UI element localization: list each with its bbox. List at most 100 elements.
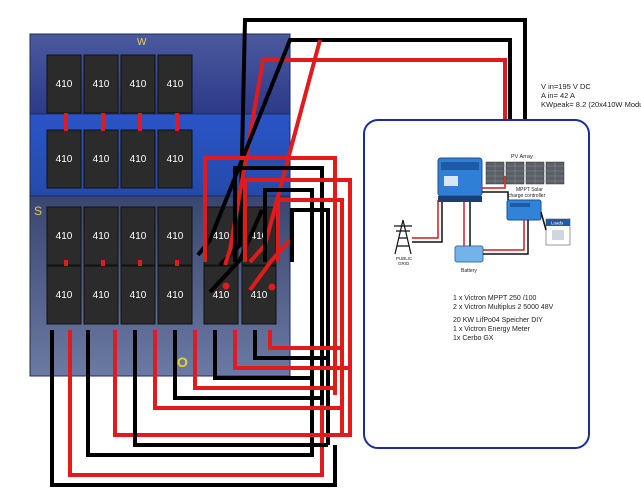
spec-a-in: A in= 42 A bbox=[541, 91, 575, 100]
solar-module: 410 bbox=[120, 54, 156, 114]
bottom-black-5 bbox=[213, 330, 312, 380]
solar-module-panel bbox=[83, 129, 119, 189]
solar-module-label: 410 bbox=[167, 231, 184, 242]
component-line-4: 1 x Victron Energy Meter bbox=[453, 326, 531, 333]
solar-module-panel bbox=[157, 206, 193, 266]
link-r1-4 bbox=[175, 113, 179, 131]
loop-black-a bbox=[233, 166, 324, 405]
solar-module: 410 bbox=[120, 129, 156, 189]
battery-icon bbox=[454, 245, 484, 263]
grid-label-1: PUBLIC bbox=[396, 256, 413, 261]
solar-module: 410 bbox=[203, 265, 239, 325]
solar-module-label: 410 bbox=[93, 290, 110, 301]
link-r3-3 bbox=[138, 260, 142, 266]
connector-end-1 bbox=[222, 282, 230, 290]
spec-v-in: V in=195 V DC bbox=[541, 82, 591, 91]
loop-black-b bbox=[263, 188, 314, 425]
mppt-label-2: charge controller bbox=[508, 193, 546, 199]
schematic-wires bbox=[412, 176, 547, 255]
solar-module: 410 bbox=[120, 206, 156, 266]
solar-module: 410 bbox=[241, 206, 277, 266]
cable-black-3 bbox=[208, 209, 264, 294]
solar-module: 410 bbox=[46, 206, 82, 266]
bottom-black-3 bbox=[133, 330, 328, 447]
mppt-controller-icon bbox=[506, 199, 542, 221]
solar-module-panel bbox=[46, 265, 82, 325]
bottom-red-3 bbox=[153, 330, 342, 410]
solar-module: 410 bbox=[120, 265, 156, 325]
loop-red-c bbox=[276, 198, 344, 435]
solar-module-label: 410 bbox=[93, 231, 110, 242]
loop-cables bbox=[203, 156, 352, 445]
bottom-black-1 bbox=[50, 330, 337, 487]
solar-module: 410 bbox=[83, 54, 119, 114]
spec-kw-peak: KWpeak= 8.2 (20x410W Module) bbox=[541, 100, 641, 109]
module-links bbox=[64, 113, 179, 266]
solar-module: 410 bbox=[46, 129, 82, 189]
battery-label: Battery bbox=[461, 268, 477, 274]
link-r3-2 bbox=[101, 260, 105, 266]
component-line-1: 1 x Victron MPPT 250 /100 bbox=[453, 295, 537, 302]
bottom-red-5 bbox=[233, 330, 350, 370]
loop-red-b bbox=[243, 178, 352, 415]
solar-module-panel bbox=[120, 54, 156, 114]
bottom-black-2 bbox=[86, 330, 314, 457]
solar-module-label: 410 bbox=[56, 79, 73, 90]
solar-module: 410 bbox=[157, 265, 193, 325]
bottom-red-2 bbox=[113, 330, 352, 437]
bottom-red-6 bbox=[268, 330, 342, 350]
solar-module-label: 410 bbox=[56, 154, 73, 165]
link-r1-1 bbox=[64, 113, 68, 131]
roof-marker-bottom: O bbox=[177, 354, 188, 370]
solar-module-label: 410 bbox=[93, 79, 110, 90]
solar-module-label: 410 bbox=[251, 290, 268, 301]
solar-module-label: 410 bbox=[93, 154, 110, 165]
pv-array-icon bbox=[485, 161, 565, 185]
roof-marker-left: S bbox=[34, 204, 42, 218]
inverter-icon bbox=[437, 157, 483, 202]
solar-module-label: 410 bbox=[167, 79, 184, 90]
pv-array-label: PV Array bbox=[511, 154, 533, 160]
solar-module: 410 bbox=[157, 54, 193, 114]
solar-module-label: 410 bbox=[213, 290, 230, 301]
solar-module-label: 410 bbox=[167, 154, 184, 165]
bottom-red-1 bbox=[68, 330, 324, 477]
bottom-black-4 bbox=[173, 330, 322, 400]
solar-module: 410 bbox=[157, 206, 193, 266]
solar-module-label: 410 bbox=[130, 290, 147, 301]
mppt-label-1: MPPT Solar bbox=[516, 187, 543, 193]
grid-tower-icon bbox=[394, 219, 412, 255]
solar-module: 410 bbox=[83, 206, 119, 266]
solar-module: 410 bbox=[83, 265, 119, 325]
link-r1-3 bbox=[138, 113, 142, 131]
solar-module-label: 410 bbox=[130, 79, 147, 90]
link-r1-2 bbox=[101, 113, 105, 131]
solar-module-panel bbox=[157, 54, 193, 114]
component-line-5: 1x Cerbo GX bbox=[453, 335, 494, 342]
solar-module: 410 bbox=[46, 54, 82, 114]
solar-module-panel bbox=[120, 265, 156, 325]
component-line-3: 20 KW LifPo04 Speicher DIY bbox=[453, 317, 543, 324]
system-schematic-panel: PV Array MPPT Solar charge controller Lo… bbox=[363, 119, 590, 449]
solar-module-label: 410 bbox=[130, 154, 147, 165]
solar-module-panel bbox=[203, 265, 239, 325]
solar-module-panel bbox=[157, 265, 193, 325]
solar-module-label: 410 bbox=[251, 231, 268, 242]
roof-marker-top: W bbox=[137, 37, 147, 48]
cable-red-3 bbox=[248, 238, 292, 292]
solar-module: 410 bbox=[46, 265, 82, 325]
connector-ends bbox=[222, 282, 276, 291]
bottom-red-4 bbox=[193, 330, 335, 390]
loads-label: Loads bbox=[551, 221, 564, 226]
solar-module: 410 bbox=[83, 129, 119, 189]
bottom-black-6 bbox=[253, 330, 328, 360]
solar-module-label: 410 bbox=[56, 290, 73, 301]
component-line-2: 2 x Victron Multiplus 2 5000 48V bbox=[453, 304, 554, 311]
solar-module-panel bbox=[83, 265, 119, 325]
solar-module-label: 410 bbox=[167, 290, 184, 301]
bottom-cables bbox=[50, 330, 352, 487]
solar-module-panel bbox=[46, 206, 82, 266]
cable-red-1 bbox=[223, 58, 507, 266]
solar-module-label: 410 bbox=[130, 231, 147, 242]
